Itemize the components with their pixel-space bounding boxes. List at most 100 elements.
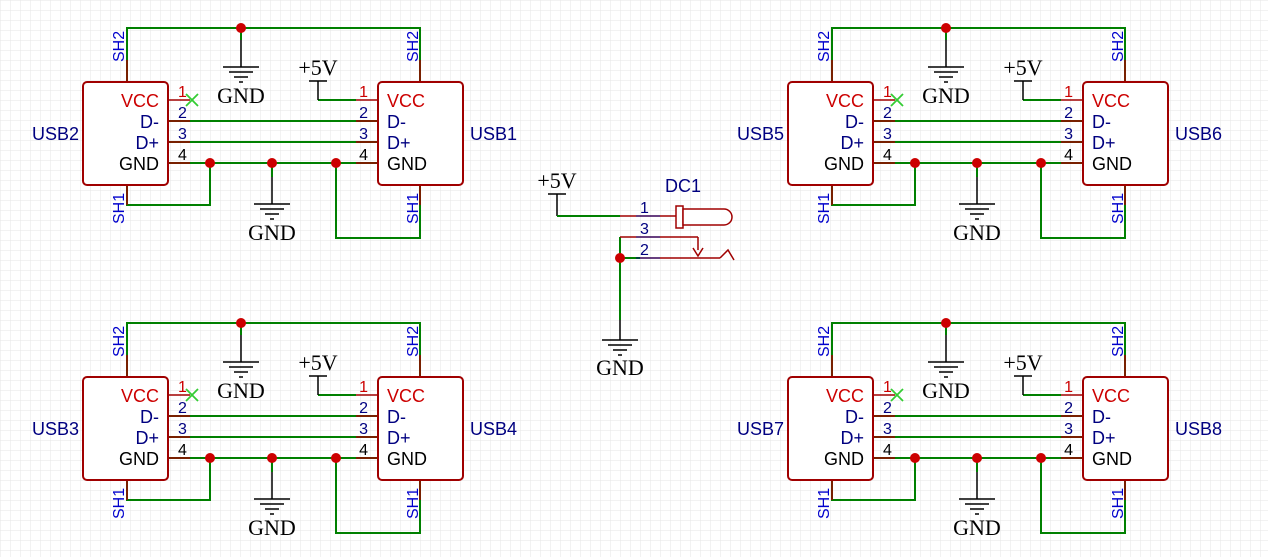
shield2-label: SH2 [816, 31, 833, 62]
ground-symbol: GND [217, 40, 265, 108]
pin-number-left: 2 [178, 400, 187, 417]
pin-number-left: 1 [178, 84, 187, 101]
pin-name-left: D+ [135, 133, 159, 153]
shield1-label: SH1 [111, 193, 128, 224]
pin-name-right: VCC [387, 91, 425, 111]
usb-connector-body-left [787, 81, 874, 186]
pin-name-left: D+ [135, 428, 159, 448]
junction-dot [205, 158, 215, 168]
designator-right: USB4 [470, 419, 517, 439]
dc-pin-number: 3 [640, 221, 649, 238]
shield2-label: SH2 [405, 326, 422, 357]
pin-name-right: D- [1092, 112, 1111, 132]
power-symbol: +5V [298, 55, 338, 100]
gnd-net-label: GND [922, 83, 970, 108]
pin-name-right: D+ [1092, 133, 1116, 153]
shield2-net [126, 322, 421, 377]
dc-barrel-body [682, 208, 733, 226]
pin-name-left: GND [824, 449, 864, 469]
pin-name-right: GND [1092, 449, 1132, 469]
pin-name-right: D- [387, 407, 406, 427]
junction-dot [1036, 158, 1046, 168]
gnd-net-label: GND [248, 220, 296, 245]
shield1-label: SH1 [405, 488, 422, 519]
no-connect-mark [185, 93, 199, 107]
dc-pin-number: 1 [640, 200, 649, 217]
pin-number-left: 4 [883, 442, 892, 459]
pin-name-left: D+ [840, 428, 864, 448]
pin-name-left: D- [845, 112, 864, 132]
junction-dot [1036, 453, 1046, 463]
shield1-right-net [335, 163, 421, 239]
pin-number-left: 4 [883, 147, 892, 164]
pin-number-right: 2 [1064, 105, 1073, 122]
pin-number-left: 4 [178, 147, 187, 164]
dc-designator: DC1 [665, 176, 701, 196]
pin-name-left: GND [119, 449, 159, 469]
shield1-label: SH1 [405, 193, 422, 224]
pin-number-right: 2 [359, 105, 368, 122]
usb-connector-body-right [1082, 81, 1169, 186]
pin-name-right: D+ [1092, 428, 1116, 448]
power-symbol: +5V [298, 350, 338, 395]
ground-symbol: GND [596, 320, 644, 380]
dc-barrel-flange [675, 205, 684, 229]
usb-connector-body-right [377, 81, 464, 186]
pin-number-right: 1 [359, 84, 368, 101]
pin-number-left: 2 [883, 400, 892, 417]
ground-symbol: GND [217, 335, 265, 403]
pin-number-right: 3 [1064, 126, 1073, 143]
shield2-net [126, 27, 421, 82]
pin-number-right: 3 [1064, 421, 1073, 438]
junction-dot [236, 318, 246, 328]
pin-name-right: D+ [387, 428, 411, 448]
pin-name-left: VCC [826, 386, 864, 406]
plus5v-net-label: +5V [298, 350, 337, 375]
pin-number-right: 1 [1064, 84, 1073, 101]
pin-name-right: VCC [1092, 386, 1130, 406]
dc-switch-contact [719, 248, 735, 261]
junction-dot [331, 158, 341, 168]
no-connect-mark [890, 388, 904, 402]
shield1-right-net [1040, 458, 1126, 534]
pin-number-left: 3 [883, 421, 892, 438]
designator-right: USB8 [1175, 419, 1222, 439]
shield1-right-net [335, 458, 421, 534]
pin-number-right: 4 [359, 147, 368, 164]
pin-number-left: 3 [883, 126, 892, 143]
pin-name-left: VCC [121, 91, 159, 111]
shield1-label: SH1 [816, 193, 833, 224]
usb-connector-body-left [82, 81, 169, 186]
shield1-label: SH1 [1110, 193, 1127, 224]
shield2-label: SH2 [405, 31, 422, 62]
plus5v-net-label: +5V [298, 55, 337, 80]
pin-name-right: VCC [1092, 91, 1130, 111]
pin-name-left: D- [140, 112, 159, 132]
pin-number-left: 4 [178, 442, 187, 459]
ground-symbol: GND [953, 177, 1001, 245]
plus5v-net-label: +5V [537, 168, 576, 193]
junction-dot [615, 253, 625, 263]
pin-number-left: 1 [883, 84, 892, 101]
ground-symbol: GND [953, 472, 1001, 540]
junction-dot [972, 158, 982, 168]
pin-name-right: D- [1092, 407, 1111, 427]
no-connect-mark [185, 388, 199, 402]
pin-name-left: D+ [840, 133, 864, 153]
shield1-label: SH1 [111, 488, 128, 519]
pin-number-right: 1 [359, 379, 368, 396]
pin-name-left: GND [119, 154, 159, 174]
usb-connector-body-right [377, 376, 464, 481]
no-connect-mark [890, 93, 904, 107]
pin-number-right: 3 [359, 126, 368, 143]
pin-name-left: D- [140, 407, 159, 427]
gnd-net-label: GND [248, 515, 296, 540]
designator-left: USB3 [32, 419, 79, 439]
shield2-label: SH2 [1110, 31, 1127, 62]
